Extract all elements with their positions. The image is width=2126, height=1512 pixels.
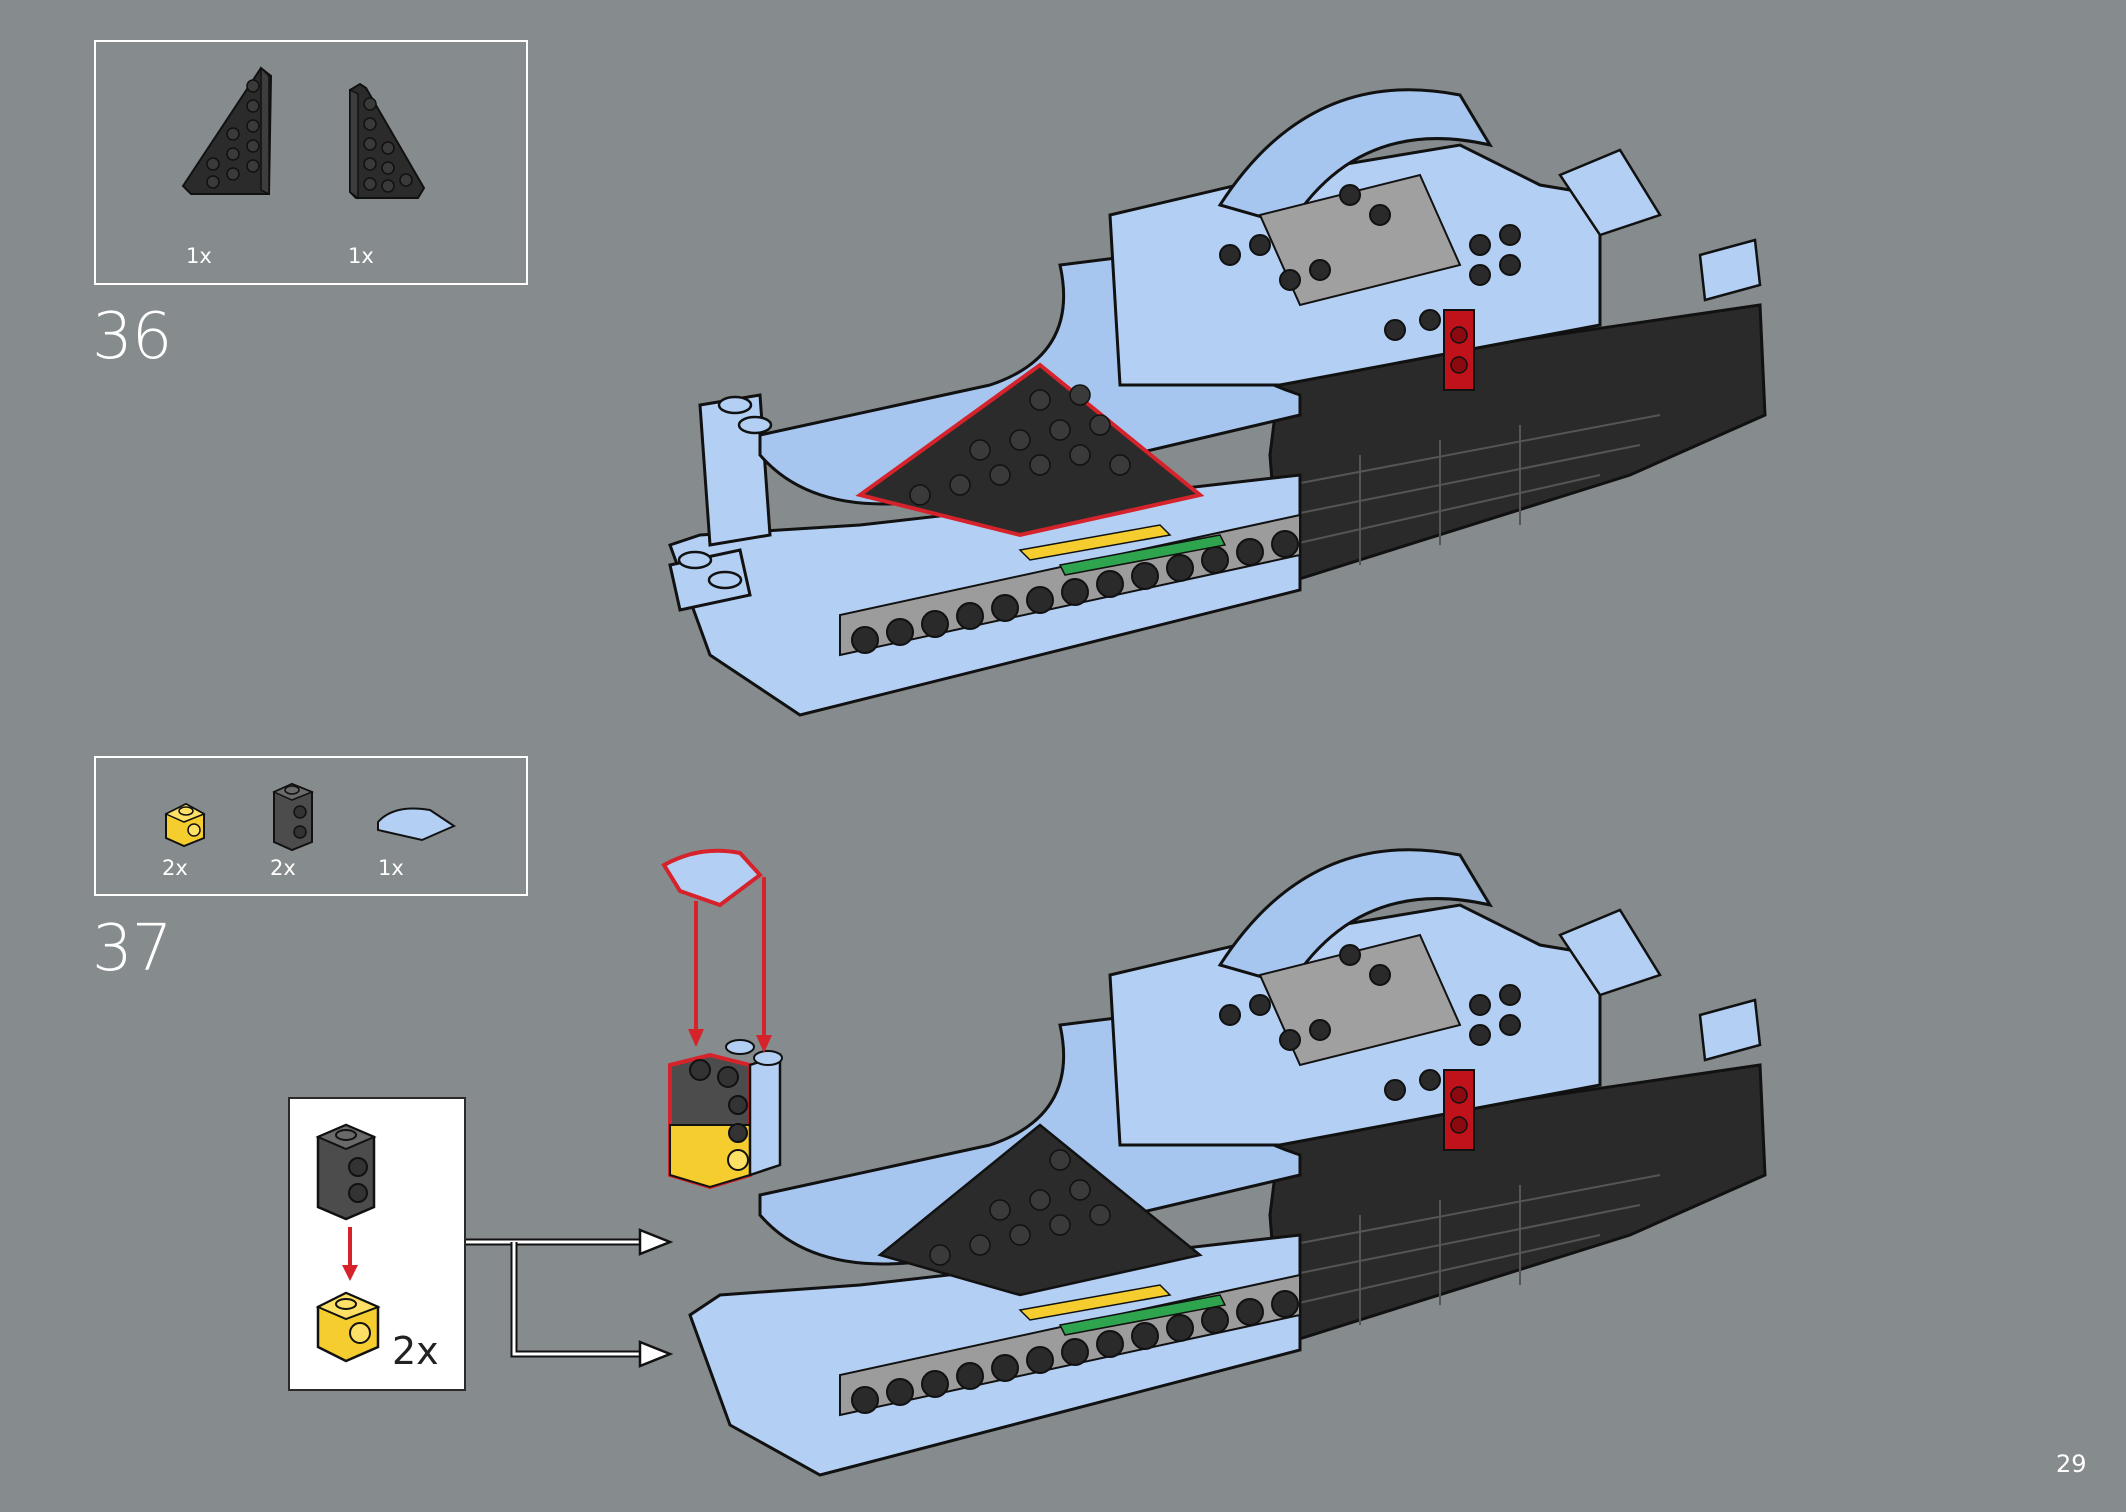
qty-label: 2x bbox=[162, 856, 188, 880]
qty-label: 2x bbox=[270, 856, 296, 880]
curved-slope-icon bbox=[377, 807, 457, 842]
dark-grey-brick-icon bbox=[315, 1123, 377, 1221]
arrow-down-icon bbox=[342, 1227, 358, 1281]
sub-assembly-qty: 2x bbox=[392, 1329, 439, 1373]
qty-label: 1x bbox=[348, 244, 374, 268]
assembly-arrows bbox=[466, 1228, 674, 1368]
qty-label: 1x bbox=[378, 856, 404, 880]
yellow-brick-icon bbox=[315, 1291, 381, 1363]
sub-assembly-callout: 2x bbox=[288, 1097, 466, 1391]
parts-callout-step-37: 2x 2x 1x bbox=[94, 756, 528, 896]
wedge-plate-left-icon bbox=[181, 66, 273, 196]
step-number-37: 37 bbox=[92, 912, 172, 986]
model-render-step-37 bbox=[661, 848, 1767, 1477]
yellow-brick-icon bbox=[164, 802, 206, 848]
qty-label: 1x bbox=[186, 244, 212, 268]
dark-grey-brick-icon bbox=[272, 782, 315, 852]
parts-callout-step-36: 1x 1x bbox=[94, 40, 528, 285]
step-number-36: 36 bbox=[92, 300, 172, 374]
wedge-plate-right-icon bbox=[349, 82, 426, 200]
page-number: 29 bbox=[2056, 1450, 2087, 1478]
model-render-step-36 bbox=[668, 88, 1767, 717]
